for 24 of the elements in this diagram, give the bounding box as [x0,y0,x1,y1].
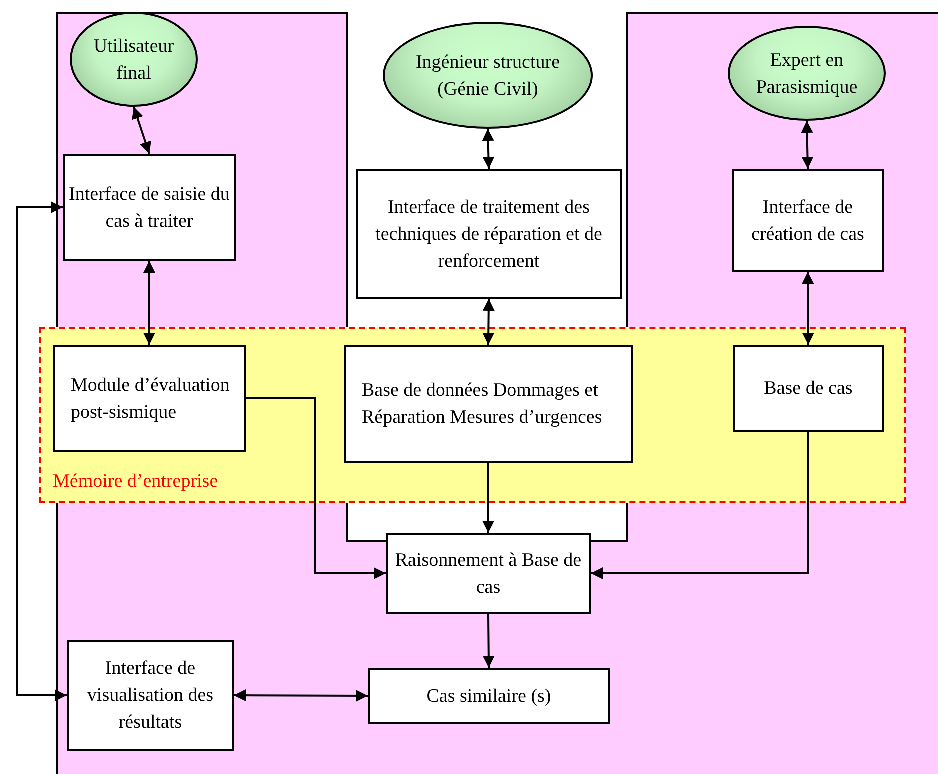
module-box: Module d’évaluation post-sismique [53,345,246,452]
interface-box: Interface de visualisation des résultats [67,640,234,751]
actor-ellipse: Ingénieur structure (Génie Civil) [383,22,593,129]
interface-box: Interface de traitement des techniques de réparation et de renforcement [356,169,622,299]
memory-band [39,327,906,503]
database-box: Base de données Dommages et Réparation Mesures d’urgences [344,345,633,463]
arrow [591,432,810,580]
arrow [132,106,152,154]
arrow [234,690,368,702]
arrow [482,614,495,668]
arrow [801,120,814,170]
interface-box: Interface de saisie du cas à traiter [63,154,236,261]
arrow [246,398,386,580]
result-box: Cas similaire (s) [368,668,610,724]
arrow [482,463,494,533]
interface-box: Interface de création de cas [732,169,884,272]
arrow [802,272,814,345]
arrow [482,128,495,170]
arrow [16,202,67,702]
case-base-box: Base de cas [733,345,884,432]
arrow [144,261,156,345]
band-title: Mémoire d’entreprise [53,470,218,494]
arrow [482,298,495,346]
reasoning-box: Raisonnement à Base de cas [386,533,591,614]
